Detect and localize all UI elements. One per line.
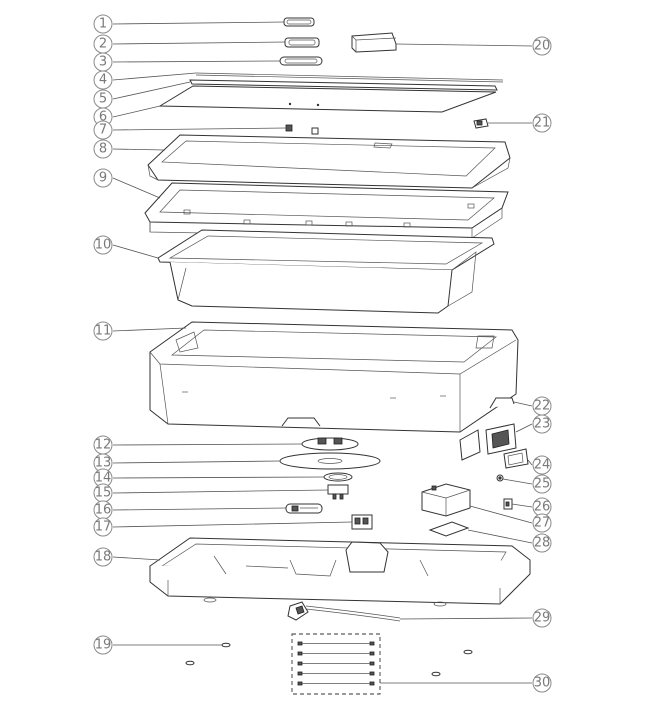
svg-text:7: 7 — [99, 123, 107, 138]
part-6-glass-panel — [158, 85, 497, 113]
callout-17: 17 — [93, 517, 113, 537]
svg-text:18: 18 — [95, 550, 112, 565]
svg-text:2: 2 — [99, 37, 107, 52]
callout-16: 16 — [93, 500, 113, 520]
part-22-side-panel — [459, 429, 481, 461]
svg-text:24: 24 — [534, 458, 551, 473]
callout-23: 23 — [532, 414, 552, 434]
part-28-sheet — [428, 521, 470, 537]
parts-drawing — [144, 17, 531, 695]
part-25-screw — [496, 474, 504, 482]
part-4-rod — [195, 72, 504, 83]
callout-8: 8 — [93, 139, 113, 159]
callout-2: 2 — [93, 34, 113, 54]
svg-text:13: 13 — [95, 456, 112, 471]
svg-text:26: 26 — [534, 500, 551, 515]
svg-text:4: 4 — [99, 73, 107, 88]
svg-text:30: 30 — [534, 676, 551, 691]
callout-6: 6 — [93, 107, 113, 127]
part-11-main-body — [149, 321, 519, 433]
part-21-clip — [473, 118, 489, 129]
part-23-switch — [485, 423, 517, 455]
part-13-disc — [279, 452, 381, 470]
part-14-ring — [323, 472, 353, 482]
leader-lines — [112, 21, 533, 684]
callout-10: 10 — [93, 235, 113, 255]
svg-text:25: 25 — [534, 477, 551, 492]
part-30-wire-kit — [291, 633, 381, 695]
part-27-box — [421, 483, 471, 517]
callout-14: 14 — [93, 468, 113, 488]
svg-text:23: 23 — [534, 417, 551, 432]
part-12-heater — [301, 437, 359, 451]
part-17-pcb — [351, 514, 373, 530]
svg-text:21: 21 — [534, 116, 551, 131]
callout-3: 3 — [93, 52, 113, 72]
svg-text:9: 9 — [99, 171, 107, 186]
svg-text:17: 17 — [95, 520, 112, 535]
callout-28: 28 — [532, 533, 552, 553]
svg-text:27: 27 — [534, 516, 551, 531]
callout-12: 12 — [93, 435, 113, 455]
part-8-lid-frame — [147, 127, 511, 189]
callout-7: 7 — [93, 120, 113, 140]
callout-30: 30 — [532, 673, 552, 693]
callout-5: 5 — [93, 89, 113, 109]
callout-24: 24 — [532, 455, 552, 475]
part-5-strip — [189, 79, 498, 91]
callout-22: 22 — [532, 396, 552, 416]
part-10-tray — [157, 229, 495, 314]
part-26-connector — [503, 498, 513, 510]
callouts-right: 20 21 22 23 24 25 26 27 28 29 30 — [532, 36, 552, 693]
callout-26: 26 — [532, 497, 552, 517]
svg-text:3: 3 — [99, 55, 107, 70]
part-16-label — [285, 503, 323, 514]
callout-18: 18 — [93, 547, 113, 567]
callout-25: 25 — [532, 474, 552, 494]
callout-15: 15 — [93, 483, 113, 503]
callout-13: 13 — [93, 453, 113, 473]
callout-11: 11 — [93, 321, 113, 341]
svg-text:16: 16 — [95, 503, 112, 518]
callout-4: 4 — [93, 70, 113, 90]
callout-20: 20 — [532, 36, 552, 56]
svg-text:11: 11 — [95, 324, 112, 339]
svg-text:15: 15 — [95, 486, 112, 501]
part-18-base — [149, 537, 531, 607]
svg-text:19: 19 — [95, 638, 112, 653]
svg-text:8: 8 — [99, 142, 107, 157]
svg-text:14: 14 — [95, 471, 112, 486]
part-15-sensor — [327, 484, 349, 500]
callout-9: 9 — [93, 168, 113, 188]
callout-1: 1 — [93, 14, 113, 34]
part-20-handle-block — [351, 32, 397, 53]
callout-19: 19 — [93, 635, 113, 655]
svg-text:28: 28 — [534, 536, 551, 551]
part-24-plate — [503, 448, 529, 469]
part-19-small-parts — [185, 642, 473, 677]
svg-text:12: 12 — [95, 438, 112, 453]
svg-text:20: 20 — [534, 39, 551, 54]
part-3-gasket — [279, 56, 323, 66]
part-7-screw — [285, 124, 293, 132]
svg-text:6: 6 — [99, 110, 107, 125]
callout-27: 27 — [532, 513, 552, 533]
svg-text:1: 1 — [99, 17, 107, 32]
part-9-inner-frame — [144, 182, 509, 239]
svg-text:10: 10 — [95, 238, 112, 253]
callouts-left: 1 2 3 4 5 6 7 8 9 10 11 12 13 14 15 16 1… — [93, 14, 113, 655]
callout-29: 29 — [532, 608, 552, 628]
svg-text:5: 5 — [99, 92, 107, 107]
part-2-knob-base — [284, 37, 320, 48]
part-1-knob — [283, 17, 315, 27]
svg-text:29: 29 — [534, 611, 551, 626]
part-29-power-cord — [287, 601, 401, 622]
callout-21: 21 — [532, 113, 552, 133]
svg-text:22: 22 — [534, 399, 551, 414]
